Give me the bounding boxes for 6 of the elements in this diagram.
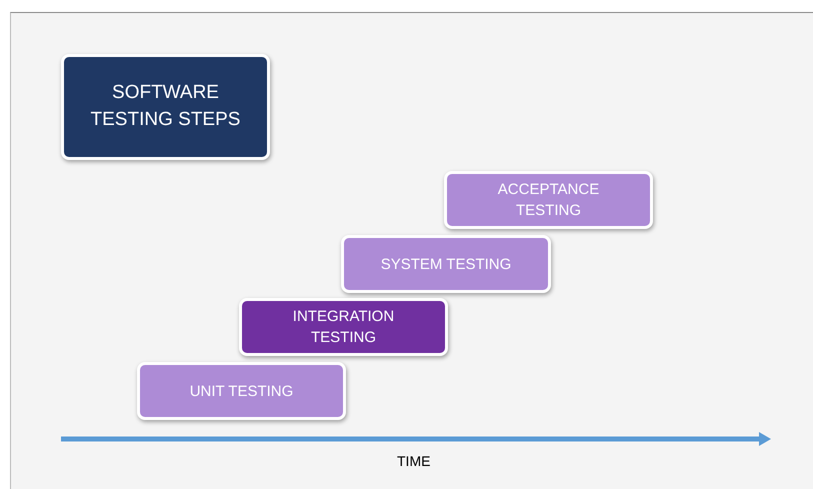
step-box: SYSTEM TESTING (341, 235, 551, 293)
title-box: SOFTWARE TESTING STEPS (61, 54, 270, 160)
step-box: ACCEPTANCE TESTING (444, 171, 653, 229)
axis-label: TIME (397, 453, 430, 469)
step-box: INTEGRATION TESTING (239, 298, 448, 356)
step-box: UNIT TESTING (137, 362, 346, 420)
